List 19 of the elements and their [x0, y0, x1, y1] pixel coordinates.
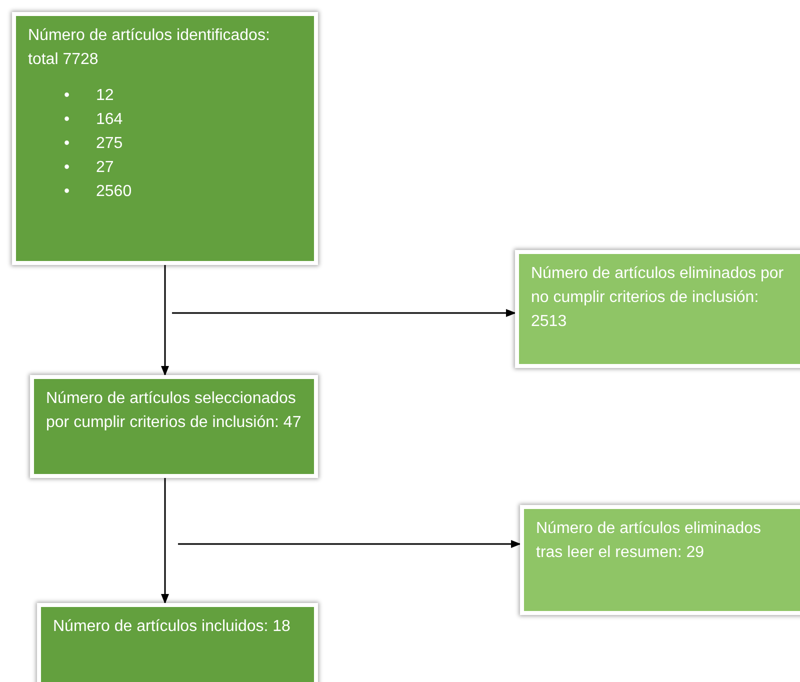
box-text: Número de artículos incluidos: 18 [53, 617, 292, 637]
list-item: 2560 [96, 182, 132, 202]
box-text: Número de artículos identificados: total 7728 [28, 26, 271, 70]
box-text: Número de artículos eliminados por no cumplir criterios de inclusión: 2513 [531, 264, 785, 332]
list-item: 27 [96, 158, 114, 178]
bullet: • [64, 182, 71, 202]
list-item: 275 [96, 134, 123, 154]
box-text: Número de artículos eliminados tras leer el resumen: 29 [536, 519, 762, 563]
arrow [172, 309, 516, 317]
bullet: • [64, 86, 71, 106]
list-item: 164 [96, 110, 123, 130]
box-text: Número de artículos seleccionados por cumplir criterios de inclusión: 47 [46, 389, 302, 433]
list-item: 12 [96, 86, 114, 106]
arrow [161, 478, 169, 604]
arrow [161, 265, 169, 376]
bullet: • [64, 110, 71, 130]
bullet: • [64, 158, 71, 178]
arrow [178, 540, 521, 548]
bullet: • [64, 134, 71, 154]
